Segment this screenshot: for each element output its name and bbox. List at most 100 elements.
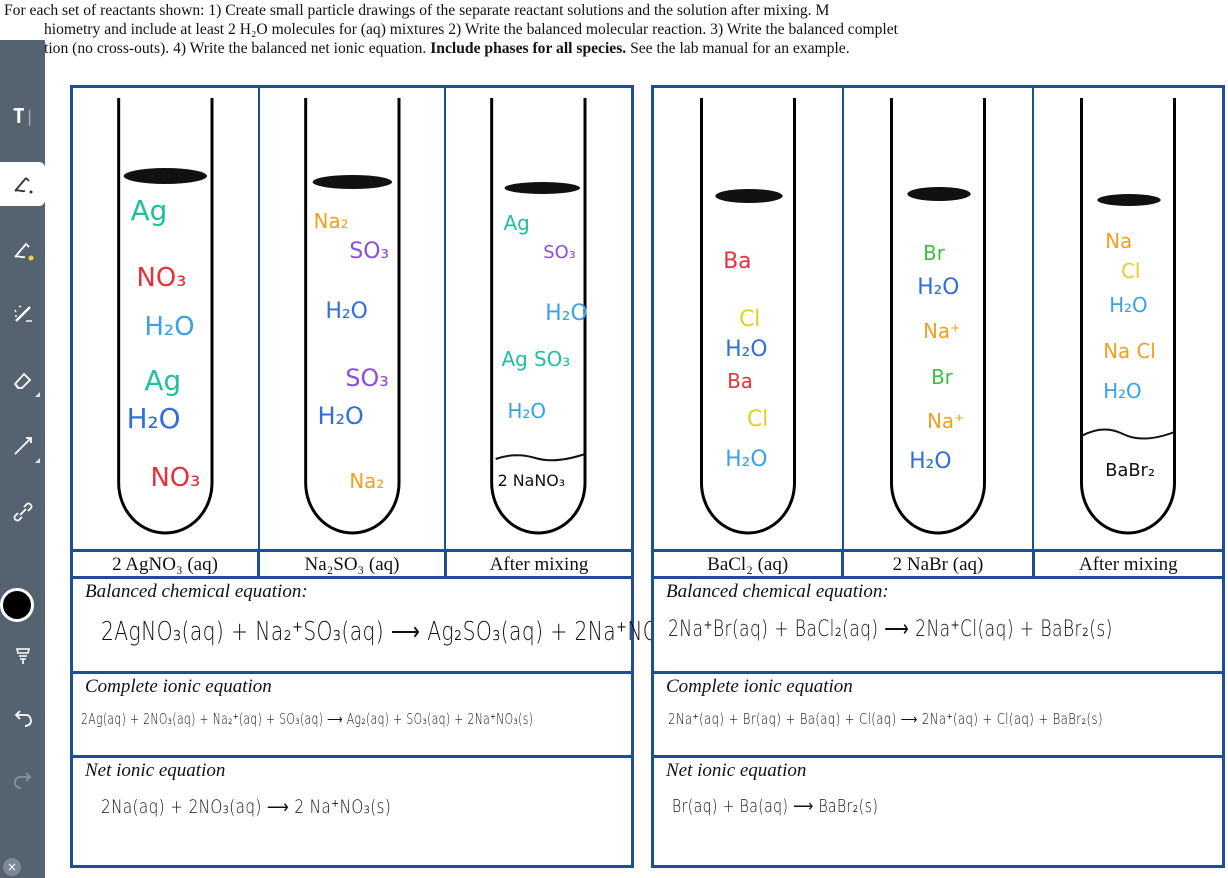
particle-label: Na Cl (1103, 340, 1155, 363)
eraser-tool-button[interactable] (0, 358, 45, 402)
particle-label: H₂O (546, 301, 588, 326)
particle-label: H₂O (909, 449, 951, 474)
magic-pen-tool-button[interactable] (0, 292, 45, 336)
pen-tool-button[interactable] (0, 162, 45, 206)
eraser-icon (13, 372, 31, 389)
particle-label: SO₃ (544, 242, 577, 263)
instructions-line-3-prefix: tion (no cross-outs). 4) Write the balan… (44, 40, 431, 57)
particle-label: Ag (144, 364, 181, 397)
balanced-equation[interactable]: 2AgNO₃(aq) + Na₂⁺SO₃(aq) ⟶ Ag₂SO₃(aq) + … (101, 617, 696, 647)
instructions-line-3-suffix: See the lab manual for an example. (626, 40, 850, 57)
net-ionic-section: Net ionic equation Br(aq) + Ba(aq) ⟶ BaB… (654, 758, 1222, 865)
section-title: Balanced chemical equation: (666, 581, 889, 602)
particle-label: SO₃ (345, 364, 388, 392)
particle-label: H₂O (725, 337, 767, 362)
highlighter-icon (13, 242, 33, 261)
test-tube-1: Ba Cl H₂O Ba Cl H₂O (654, 88, 844, 549)
complete-ionic-equation[interactable]: 2Na⁺(aq) + Br(aq) + Ba(aq) + Cl(aq) ⟶ 2N… (668, 710, 1103, 728)
particle-label: Na⁺ (927, 410, 964, 433)
type-icon: T (12, 104, 25, 128)
particle-label: H₂O (917, 275, 959, 300)
link-icon (13, 502, 32, 522)
particle-label: NO₃ (137, 263, 187, 293)
balanced-equation-section: Balanced chemical equation: 2AgNO₃(aq) +… (73, 579, 695, 674)
particle-label: Br (923, 242, 946, 265)
complete-ionic-equation[interactable]: 2Ag(aq) + 2NO₃(aq) + Na₂⁺(aq) + SO₃(aq) … (81, 710, 534, 728)
particle-label: Ba (723, 249, 751, 274)
undo-button[interactable] (0, 696, 45, 740)
lasso-icon (15, 648, 30, 664)
section-title: Balanced chemical equation: (85, 581, 308, 602)
test-tube-3: Na Cl H₂O Na Cl H₂O BaBr₂ (1034, 88, 1222, 549)
pen-icon (13, 177, 32, 194)
test-tube-2: Na₂ SO₃ H₂O SO₃ H₂O Na₂ (260, 88, 447, 549)
redo-button[interactable] (0, 758, 45, 802)
instructions-text: For each set of reactants shown: 1) Crea… (0, 1, 1228, 58)
close-icon[interactable]: × (3, 858, 21, 876)
line-icon (13, 437, 32, 455)
annotation-toolbar: T| × (0, 40, 45, 878)
particle-label: H₂O (144, 312, 194, 342)
particle-label: NO₃ (150, 463, 200, 493)
type-tool-button[interactable]: T| (12, 104, 33, 128)
particle-label: H₂O (1103, 380, 1141, 403)
tube-label: BaCl₂ (aq) (654, 552, 845, 576)
particle-label: H₂O (317, 402, 363, 430)
particle-label: Cl (747, 407, 768, 432)
precipitate-label: BaBr₂ (1105, 460, 1155, 481)
line-tool-button[interactable] (0, 424, 45, 468)
particle-label: Ag (131, 194, 168, 227)
redo-icon (13, 772, 31, 789)
tube-label-row: 2 AgNO₃ (aq) Na₂SO₃ (aq) After mixing (73, 549, 631, 579)
color-picker-icon[interactable] (0, 588, 34, 622)
net-ionic-equation[interactable]: Br(aq) + Ba(aq) ⟶ BaBr₂(s) (672, 796, 879, 817)
particle-label: Ag (504, 212, 530, 235)
particle-label: H₂O (725, 447, 767, 472)
tube-label-row: BaCl₂ (aq) 2 NaBr (aq) After mixing (654, 549, 1222, 579)
particle-label: Ba (727, 370, 753, 393)
instructions-line-1: For each set of reactants shown: 1) Crea… (4, 2, 830, 19)
particle-label: SO₃ (349, 239, 389, 264)
instructions-phases-note: Include phases for all species. (430, 40, 627, 57)
tube-label: Na₂SO₃ (aq) (260, 552, 447, 576)
tube-label: 2 NaBr (aq) (844, 552, 1035, 576)
particle-label: Br (931, 366, 954, 389)
complete-ionic-section: Complete ionic equation 2Na⁺(aq) + Br(aq… (654, 674, 1222, 758)
particle-label: Ag SO₃ (502, 348, 571, 371)
particle-label: H₂O (1109, 294, 1147, 317)
particle-label: Na (1105, 230, 1132, 253)
complete-ionic-section: Complete ionic equation 2Ag(aq) + 2NO₃(a… (73, 674, 631, 758)
particle-label: Cl (739, 307, 760, 332)
test-tube-2: Br H₂O Na⁺ Br Na⁺ H₂O (844, 88, 1034, 549)
section-title: Complete ionic equation (85, 676, 272, 697)
magic-pen-icon (13, 305, 32, 322)
precipitate-label: 2 NaNO₃ (498, 471, 566, 490)
instructions-line-3: tion (no cross-outs). 4) Write the balan… (0, 39, 1228, 58)
tube-label: After mixing (489, 554, 589, 575)
test-tube-3: Ag SO₃ H₂O Ag SO₃ H₂O 2 NaNO₃ (446, 88, 631, 549)
particle-label: H₂O (127, 402, 181, 435)
balanced-equation-section: Balanced chemical equation: 2Na⁺Br(aq) +… (654, 579, 1222, 674)
test-tube-1: Ag NO₃ H₂O Ag H₂O NO₃ (73, 88, 260, 549)
particle-label: Na₂ (313, 210, 348, 233)
lasso-tool-button[interactable] (0, 634, 45, 678)
particle-label: Cl (1121, 260, 1140, 283)
instructions-line-2: hiometry and include at least 2 H₂O mole… (44, 21, 899, 38)
link-tool-button[interactable] (0, 490, 45, 534)
tube-label: After mixing (1078, 554, 1178, 575)
particle-label: H₂O (508, 400, 546, 423)
balanced-equation[interactable]: 2Na⁺Br(aq) + BaCl₂(aq) ⟶ 2Na⁺Cl(aq) + Ba… (668, 617, 1113, 642)
particle-label: Na⁺ (923, 320, 960, 343)
particle-label: Na₂ (349, 470, 384, 493)
particle-label: H₂O (325, 299, 367, 324)
undo-icon (14, 710, 32, 727)
reaction-panel-2: Ba Cl H₂O Ba Cl H₂O Br H₂O Na⁺ Br Na⁺ H₂… (651, 85, 1225, 868)
net-ionic-section: Net ionic equation 2Na(aq) + 2NO₃(aq) ⟶ … (73, 758, 631, 865)
section-title: Net ionic equation (85, 760, 226, 781)
reaction-panel-1: Ag NO₃ H₂O Ag H₂O NO₃ Na₂ SO₃ H₂O SO₃ H₂… (70, 85, 695, 868)
tube-label: 2 AgNO₃ (aq) (73, 552, 260, 576)
section-title: Complete ionic equation (666, 676, 853, 697)
net-ionic-equation[interactable]: 2Na(aq) + 2NO₃(aq) ⟶ 2 Na⁺NO₃(s) (101, 796, 392, 818)
highlighter-tool-button[interactable] (0, 228, 45, 272)
section-title: Net ionic equation (666, 760, 807, 781)
